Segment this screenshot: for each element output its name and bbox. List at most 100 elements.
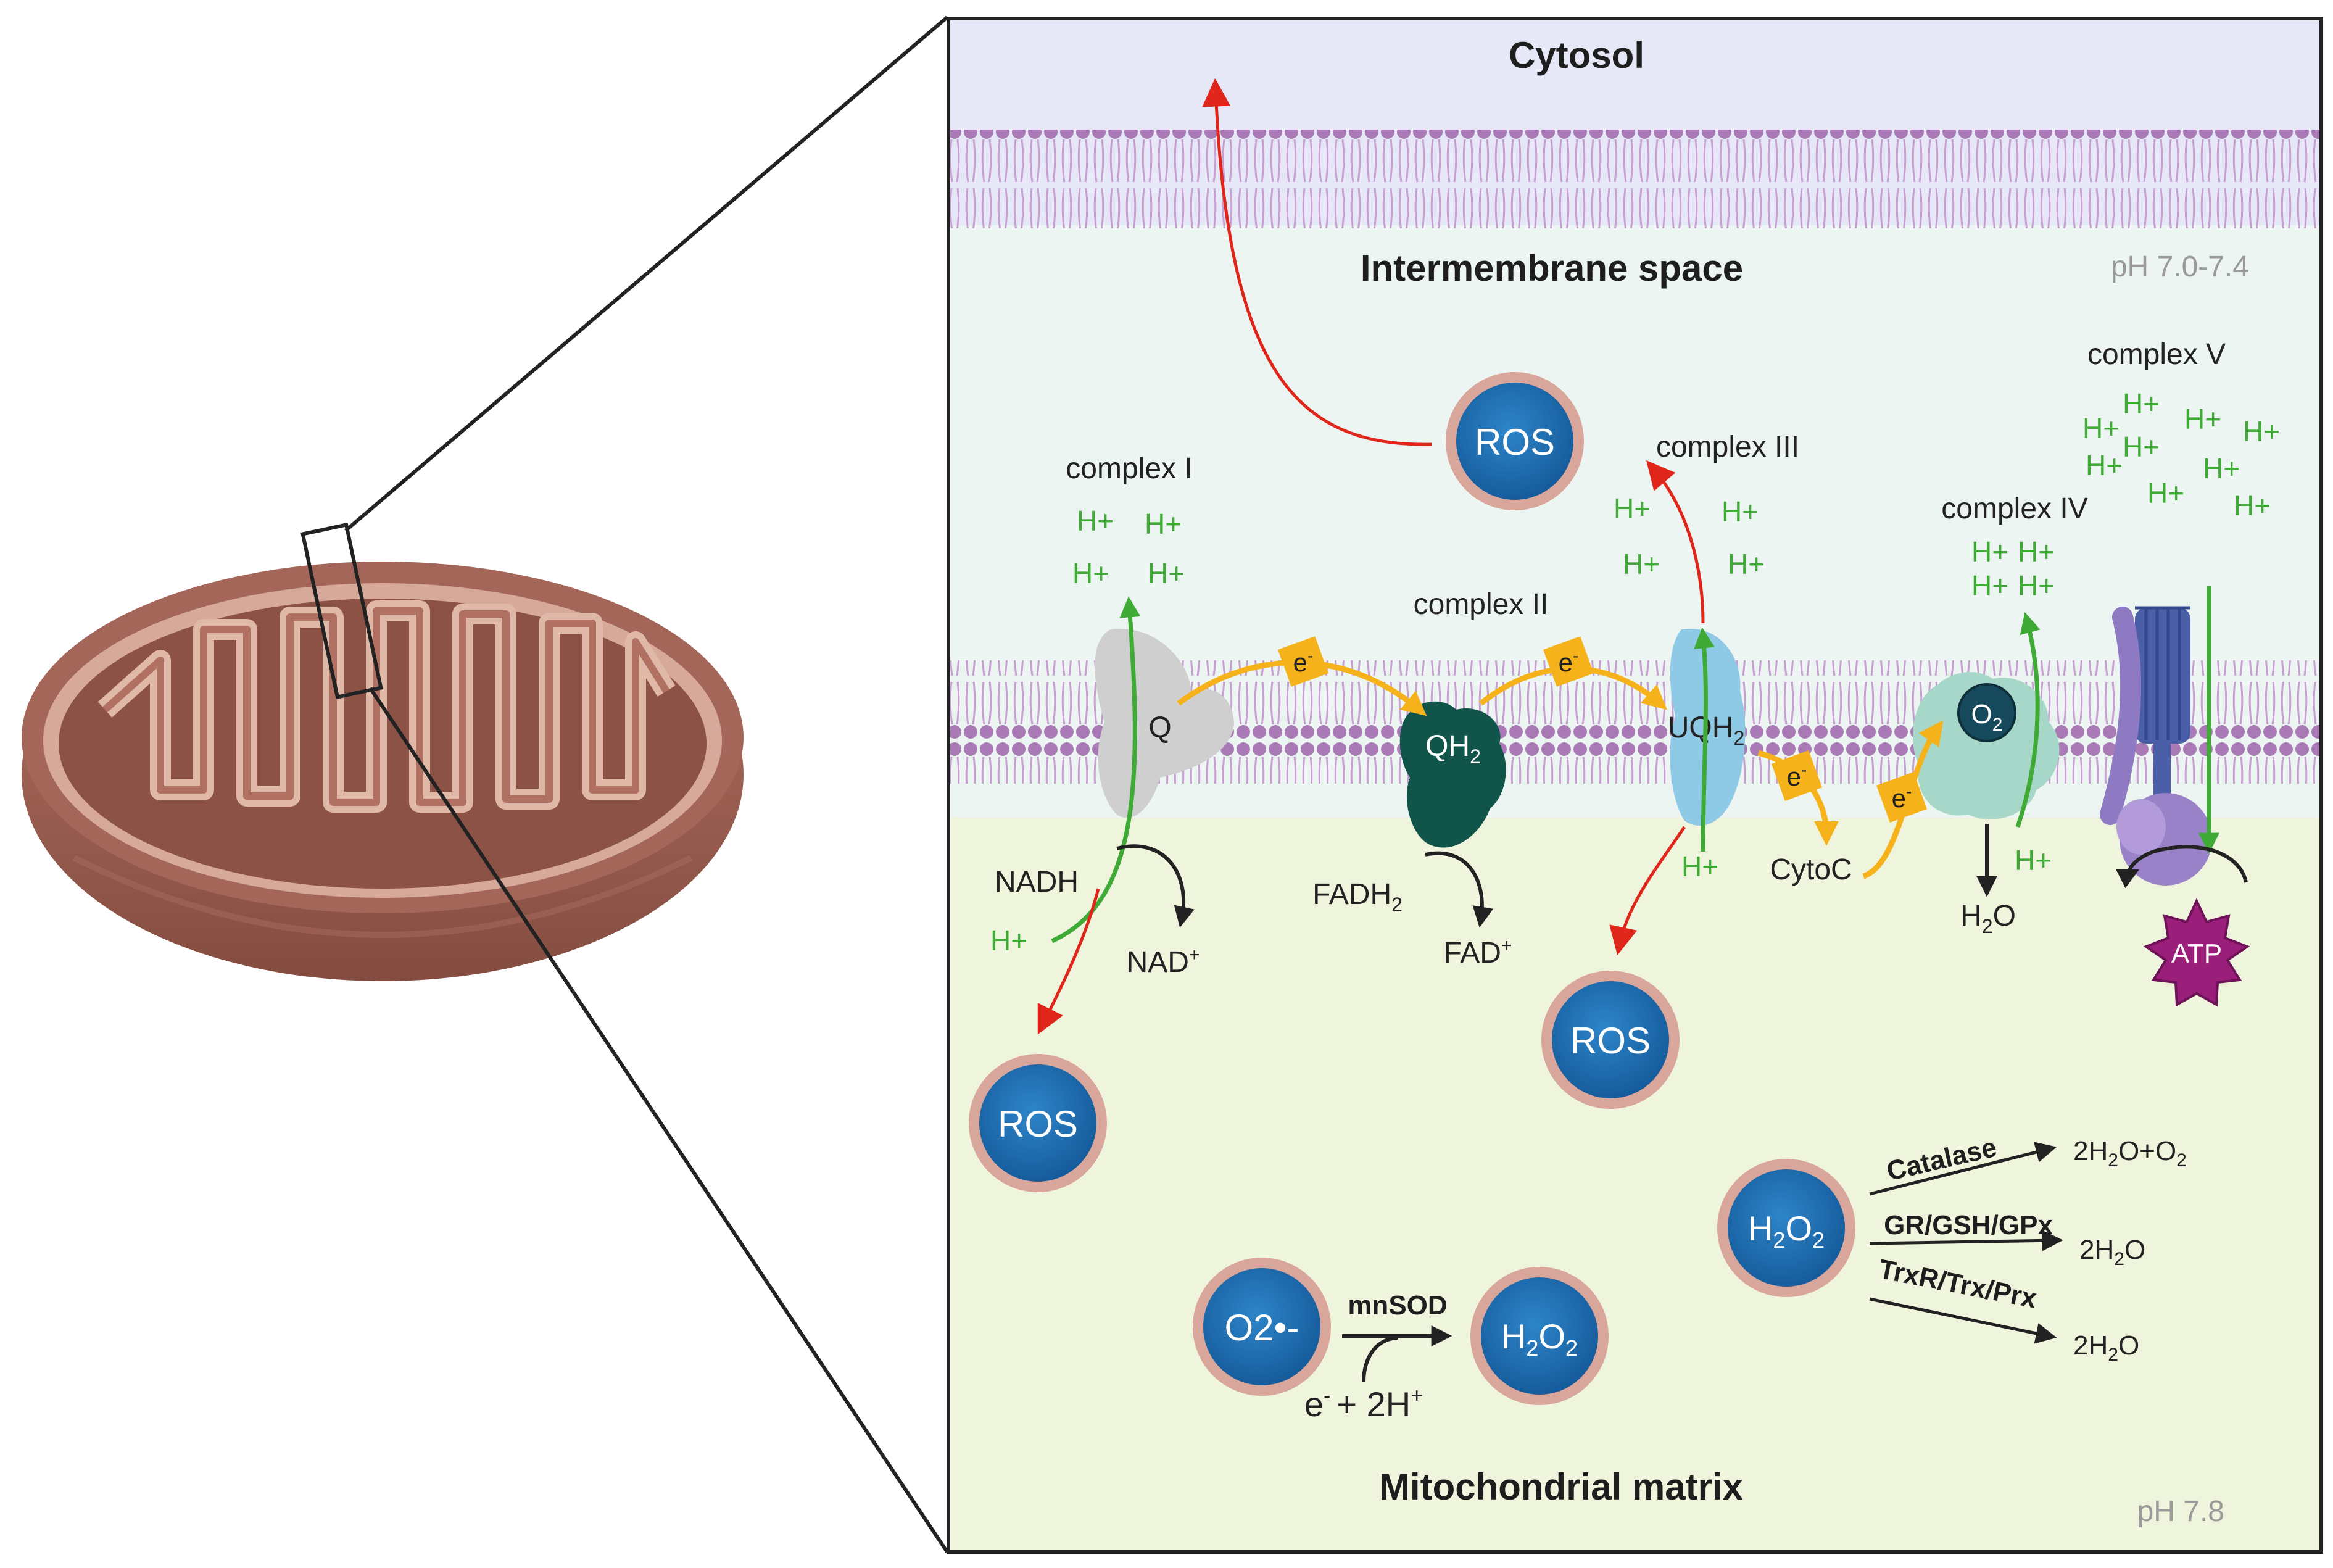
zoom-box <box>300 522 383 700</box>
complex-ii-protein <box>1399 701 1506 848</box>
proton-label: H+ <box>1145 508 1182 540</box>
electron-label: e- <box>1892 782 1912 813</box>
zoom-callout <box>300 15 949 1553</box>
ros-ims: ROS <box>1446 372 1584 510</box>
outer-membrane <box>948 130 2321 228</box>
mitochondrion-shadow <box>72 855 693 938</box>
proton-label: H+ <box>2082 412 2120 444</box>
superoxide-label: O2•- <box>1224 1307 1299 1348</box>
proton-labels: H+ H+ H+ H+ H+ H+ H+ H+ H+ H+ H+ H+ H+ H… <box>990 388 2280 956</box>
electron-badge-1: e- <box>1277 636 1329 687</box>
electron-diamond <box>1277 636 1329 687</box>
complex-iii-ros-out-arrow <box>1646 460 1705 624</box>
atp-starburst <box>2143 898 2250 1007</box>
cofactor-feed-arrow <box>1362 1336 1398 1383</box>
mitochondrion-illustration <box>22 562 744 981</box>
detox-arrows <box>1869 1142 2063 1344</box>
ros-matrix-center: ROS <box>1541 971 1680 1109</box>
electron-diamond <box>1771 750 1823 802</box>
proton-label: H+ <box>1072 557 1109 589</box>
electron-badge-2: e- <box>1543 636 1594 687</box>
proton-label: H+ <box>1681 850 1718 882</box>
nadh-label: NADH <box>995 866 1079 898</box>
proton-label: H+ <box>2147 477 2184 509</box>
atp-synthase-stalk <box>2153 740 2171 802</box>
proton-label: H+ <box>2123 388 2160 420</box>
catalase-product: 2H2O+O2 <box>2073 1136 2187 1171</box>
matrix-label: Mitochondrial matrix <box>1379 1466 1743 1508</box>
proton-arrows <box>1051 586 2219 944</box>
ros-matrix-left: ROS <box>969 1054 1107 1192</box>
nadh-to-nad-arrow <box>1116 844 1195 928</box>
ros-label: ROS <box>1570 1020 1651 1061</box>
complex-i <box>1095 629 1234 818</box>
cytoc-label: CytoC <box>1770 853 1852 886</box>
electron-badge-3: e- <box>1771 750 1823 802</box>
o2-label: O2 <box>1971 699 2003 735</box>
proton-label: H+ <box>1077 505 1114 537</box>
matrix-region <box>948 818 2321 1552</box>
proton-label: H+ <box>2018 570 2055 602</box>
h2o2-node-right: H2O2 <box>1717 1159 1855 1297</box>
q-label: Q <box>1148 711 1171 744</box>
complex-iii-label: complex III <box>1656 431 1799 463</box>
prx-arrow <box>1869 1297 2057 1344</box>
complex-iii-protein <box>1670 628 1746 826</box>
proton-label: H+ <box>1722 496 1759 528</box>
o2-badge <box>1957 683 2016 742</box>
superoxide-core <box>1203 1268 1320 1385</box>
ros-label: ROS <box>998 1103 1078 1145</box>
proton-label: H+ <box>990 924 1027 956</box>
ros-arrows <box>1037 78 1705 1035</box>
ros-to-cytosol-arrow <box>1202 78 1432 446</box>
proton-label: H+ <box>2184 403 2221 435</box>
zoom-line-top <box>344 15 948 533</box>
qh2-label: QH2 <box>1425 730 1481 768</box>
proton-label: H+ <box>1728 548 1765 580</box>
h2o2-node-left: H2O2 <box>1470 1267 1609 1405</box>
gpx-label: GR/GSH/GPx <box>1884 1210 2053 1240</box>
complex-iii <box>1670 628 1746 826</box>
h2o2-label: H2O2 <box>1748 1209 1825 1253</box>
complex-ii <box>1399 701 1506 848</box>
complex-i-protein <box>1095 629 1234 818</box>
complex-iv-protein <box>1913 672 2060 819</box>
ph-matrix-label: pH 7.8 <box>2137 1495 2224 1528</box>
rotor-stripes <box>2135 606 2190 740</box>
atp-label: ATP <box>2171 939 2222 969</box>
intermembrane-label: Intermembrane space <box>1361 247 1743 289</box>
atp-synthase-rotor <box>2135 608 2190 744</box>
proton-label: H+ <box>2243 415 2280 447</box>
complex-iv <box>1913 672 2060 819</box>
complex-i-ros-arrow <box>1037 888 1100 1035</box>
nad-label: NAD+ <box>1127 945 1200 979</box>
h2o-label: H2O <box>1960 900 2016 937</box>
electron-label: e- <box>1787 760 1807 791</box>
uqh2-label: UQH2 <box>1668 711 1744 749</box>
cristae-lumen <box>102 607 670 806</box>
proton-label: H+ <box>1971 570 2008 602</box>
proton-label: H+ <box>2234 489 2271 521</box>
ros-core <box>1456 383 1573 500</box>
fadh2-label: FADH2 <box>1312 878 1403 916</box>
zoom-line-bottom <box>368 687 949 1553</box>
proton-label: H+ <box>2015 844 2052 876</box>
electron-label: e- <box>1559 646 1579 677</box>
gpx-arrow <box>1869 1230 2063 1251</box>
catalase-arrow <box>1869 1142 2057 1196</box>
mnsod-label: mnSOD <box>1348 1290 1447 1321</box>
proton-label: H+ <box>2018 536 2055 568</box>
electron-diamond <box>1876 771 1928 823</box>
cytosol-label: Cytosol <box>1509 35 1644 76</box>
complex-ii-label: complex II <box>1414 588 1549 621</box>
fadh2-to-fad-arrow <box>1425 851 1494 928</box>
ros-label: ROS <box>1475 421 1555 463</box>
electron-label: e- <box>1293 646 1314 677</box>
ros-core <box>979 1064 1096 1182</box>
electron-badge-4: e- <box>1876 771 1928 823</box>
panel-border <box>947 17 2323 1554</box>
complex-i-proton-arrow <box>1051 596 1141 944</box>
gpx-product: 2H2O <box>2079 1235 2145 1269</box>
complex-iv-label: complex IV <box>1941 492 2087 525</box>
